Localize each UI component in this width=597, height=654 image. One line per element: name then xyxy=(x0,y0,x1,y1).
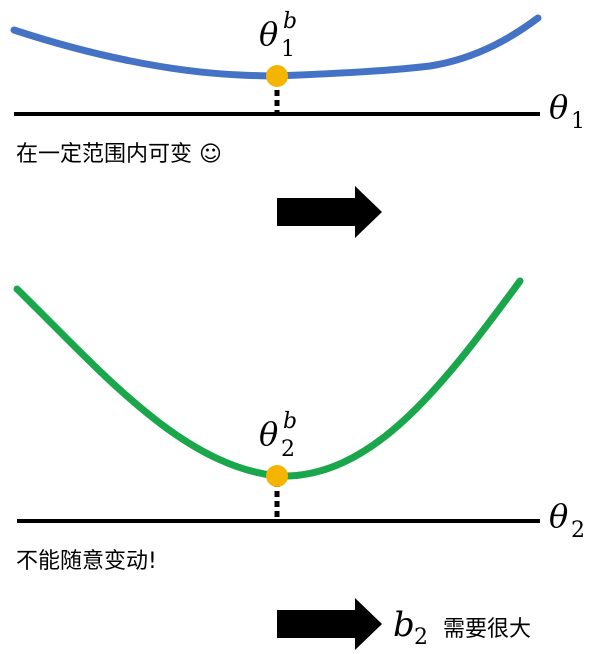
panel-1-point-label-sup: b xyxy=(283,9,297,34)
bottom-right-arrow-icon xyxy=(277,598,382,650)
panel-2-point-label-sub: 2 xyxy=(281,437,295,462)
panel-2-point-label-sup: b xyxy=(283,409,297,434)
panel-1-axis-label-sub: 1 xyxy=(571,109,585,134)
panel-2: θ b 2 θ 2 不能随意变动! xyxy=(13,277,585,574)
panel-2-axis-label: θ xyxy=(549,497,568,535)
bottom-arrow-label: b xyxy=(393,605,415,645)
panel-1-point-label: θ xyxy=(259,15,278,53)
panel-1-minimum-point xyxy=(266,65,288,87)
panel-2-caption: 不能随意变动! xyxy=(16,549,157,574)
panel-2-point-label: θ xyxy=(259,415,278,453)
bottom-arrow-note: 需要很大 xyxy=(443,617,531,642)
right-arrow-icon xyxy=(277,186,382,238)
panel-2-minimum-point xyxy=(266,465,288,487)
panel-1-point-label-sub: 1 xyxy=(281,37,295,62)
panel-2-axis-label-sub: 2 xyxy=(571,518,585,543)
panel-1-caption: 在一定范围内可变 ☺ xyxy=(16,142,222,167)
panel-1: θ b 1 θ 1 在一定范围内可变 ☺ xyxy=(10,9,585,167)
bottom-arrow-label-sub: 2 xyxy=(414,625,428,650)
panel-1-axis-label: θ xyxy=(549,88,568,126)
